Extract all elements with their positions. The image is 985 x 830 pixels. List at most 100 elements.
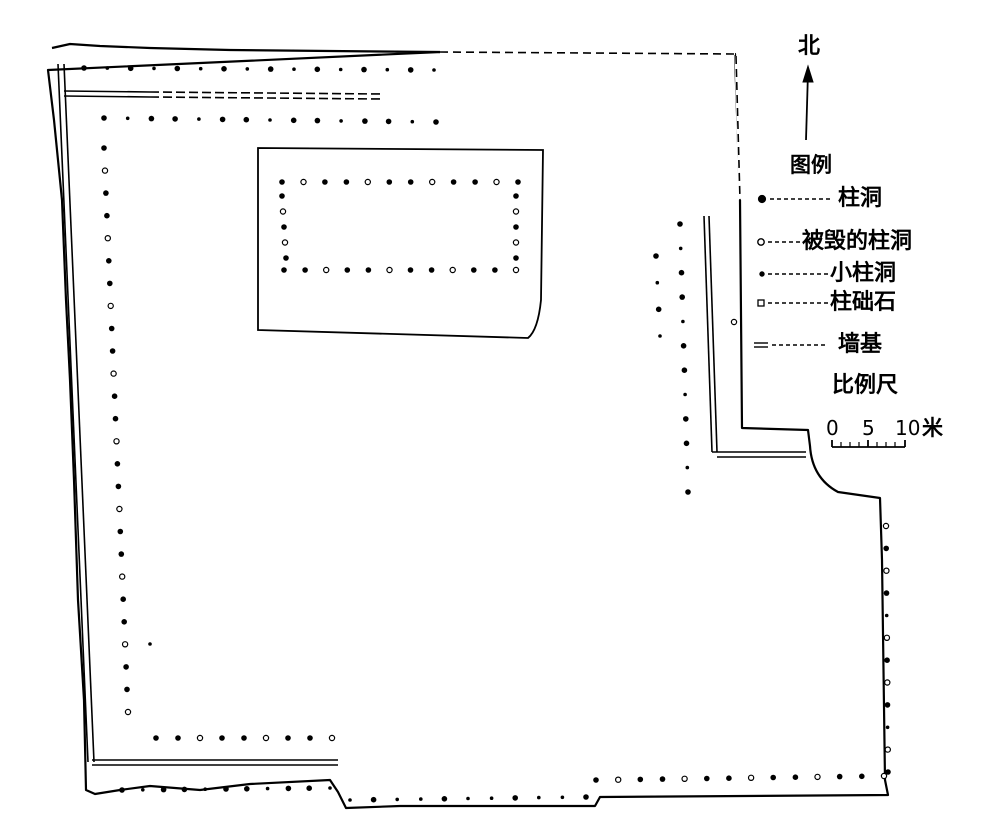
destroyed-posthole	[262, 734, 270, 742]
destroyed-posthole	[118, 573, 126, 580]
posthole	[101, 115, 107, 121]
posthole	[174, 65, 181, 72]
destroyed-posthole	[512, 239, 520, 246]
small-posthole	[681, 319, 685, 324]
posthole	[515, 179, 521, 185]
posthole	[859, 773, 865, 780]
small-posthole	[152, 66, 156, 71]
small-posthole	[655, 280, 660, 285]
posthole	[513, 255, 519, 261]
site-boundary	[46, 42, 890, 810]
posthole	[770, 774, 776, 781]
posthole	[307, 735, 313, 741]
posthole	[683, 440, 690, 447]
destroyed-posthole	[730, 318, 738, 326]
destroyed-posthole	[300, 178, 307, 186]
destroyed-posthole	[279, 208, 287, 215]
posthole	[314, 117, 321, 124]
small-posthole	[410, 119, 415, 124]
posthole	[361, 66, 367, 73]
south-wall-foundation	[92, 759, 338, 766]
posthole	[513, 193, 519, 199]
posthole	[726, 775, 732, 781]
posthole	[884, 657, 890, 663]
posthole	[244, 786, 250, 792]
destroyed-posthole	[449, 266, 456, 274]
small-posthole	[141, 788, 145, 792]
posthole	[884, 702, 891, 708]
posthole	[112, 415, 119, 422]
destroyed-posthole	[884, 679, 891, 686]
destroyed-posthole	[101, 167, 109, 174]
posthole	[106, 258, 112, 264]
destroyed-posthole	[884, 746, 892, 753]
posthole	[243, 116, 250, 123]
posthole	[281, 267, 287, 273]
posthole	[281, 224, 287, 230]
posthole	[407, 179, 414, 185]
posthole	[101, 145, 107, 151]
destroyed-posthole	[281, 239, 289, 246]
posthole	[883, 545, 889, 552]
posthole	[172, 116, 178, 122]
posthole	[160, 786, 167, 793]
posthole	[386, 179, 393, 185]
legend-label-wall-foundation: 墙基	[838, 332, 883, 357]
posthole	[175, 735, 181, 741]
legend-label-posthole: 柱洞	[838, 186, 883, 211]
posthole	[492, 267, 498, 273]
destroyed-posthole	[882, 522, 890, 530]
destroyed-posthole	[615, 776, 622, 783]
destroyed-posthole	[880, 772, 888, 780]
posthole	[219, 116, 226, 123]
posthole	[704, 775, 710, 782]
destroyed-posthole	[107, 302, 114, 310]
destroyed-posthole	[493, 178, 500, 186]
small-posthole	[198, 66, 203, 71]
destroyed-posthole	[512, 266, 520, 274]
east-wall-foundation	[703, 215, 806, 458]
posthole	[124, 686, 130, 693]
destroyed-posthole	[883, 567, 890, 574]
posthole	[120, 596, 126, 602]
small-posthole	[105, 66, 110, 70]
small-posthole	[419, 797, 423, 801]
scale-tick-0: 0	[826, 416, 839, 440]
posthole	[314, 66, 321, 73]
posthole	[593, 777, 599, 783]
small-posthole	[245, 67, 250, 71]
small-posthole	[885, 725, 890, 730]
destroyed-posthole	[364, 178, 371, 186]
north-arrow-icon	[802, 64, 814, 141]
small-posthole	[683, 392, 687, 397]
small-posthole	[685, 465, 690, 470]
destroyed-posthole	[124, 708, 132, 716]
destroyed-posthole	[121, 641, 129, 648]
destroyed-posthole	[116, 505, 123, 513]
small-posthole	[265, 786, 270, 791]
posthole	[653, 253, 659, 259]
destroyed-posthole	[512, 208, 520, 215]
posthole	[285, 785, 292, 792]
posthole	[407, 267, 414, 273]
small-posthole	[339, 119, 343, 123]
destroyed-posthole	[429, 178, 436, 186]
small-posthole	[658, 334, 662, 338]
posthole	[836, 773, 843, 780]
posthole	[679, 294, 685, 300]
posthole	[655, 306, 662, 313]
posthole	[677, 221, 683, 227]
posthole	[306, 785, 313, 791]
posthole	[885, 769, 891, 775]
posthole	[362, 118, 368, 124]
posthole	[370, 796, 377, 803]
scale-unit: 米	[922, 416, 943, 440]
destroyed-posthole	[883, 634, 891, 642]
legend-label-column-base-stone: 柱础石	[830, 290, 897, 315]
posthole	[883, 590, 890, 596]
posthole	[428, 267, 435, 273]
posthole	[512, 795, 518, 801]
legend-label-destroyed-posthole: 被毁的柱洞	[802, 229, 913, 254]
posthole	[583, 794, 589, 800]
